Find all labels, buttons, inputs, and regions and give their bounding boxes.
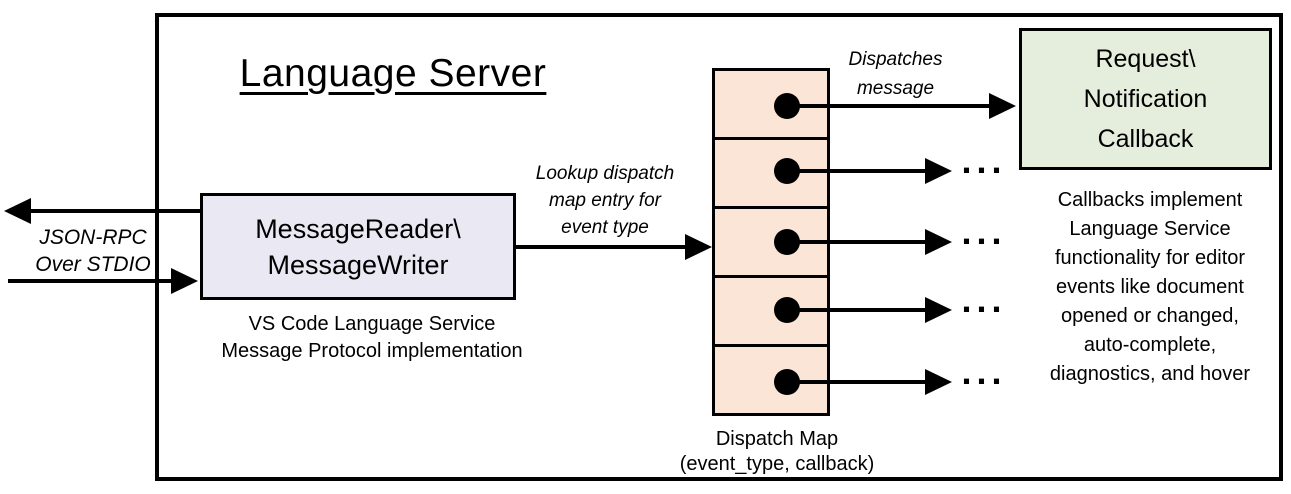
dispatch-map-cell-1 <box>715 71 827 140</box>
stdio-label-line2: Over STDIO <box>35 253 151 276</box>
dispatches-label-line2: message <box>856 78 935 99</box>
callbacks-note-line7: diagnostics, and hover <box>1049 363 1251 385</box>
callbacks-note-line6: auto-complete, <box>1083 334 1217 356</box>
stdio-label: JSON-RPC Over STDIO <box>15 224 171 278</box>
dispatch-map-cell-4 <box>715 278 827 347</box>
stdio-label-line1: JSON-RPC <box>39 226 147 249</box>
dispatch-map-caption: Dispatch Map (event_type, callback) <box>652 427 902 477</box>
dispatch-map-cell-5 <box>715 347 827 413</box>
callbacks-note-line3: functionality for editor <box>1054 247 1246 269</box>
ellipsis-row-4: ... <box>961 279 1007 320</box>
dispatches-message-label: Dispatches message <box>818 45 973 103</box>
callbacks-note-line4: events like document <box>1056 276 1244 298</box>
ellipsis-row-5: ... <box>961 351 1007 392</box>
lookup-label-line3: event type <box>561 217 649 238</box>
lookup-label-line1: Lookup dispatch <box>535 163 675 184</box>
ellipsis-row-3: ... <box>961 211 1007 252</box>
reader-box-line1: MessageReader\ <box>255 213 461 244</box>
diagram-title: Language Server <box>239 52 547 95</box>
dispatch-map-cell-3 <box>715 209 827 278</box>
lookup-dispatch-label: Lookup dispatch map entry for event type <box>510 160 700 241</box>
dispatch-map-box <box>712 68 830 416</box>
dispatch-map-cell-2 <box>715 140 827 209</box>
callbacks-note-line5: opened or changed, <box>1061 305 1239 327</box>
callbacks-note: Callbacks implement Language Service fun… <box>1025 186 1275 389</box>
message-reader-writer-box: MessageReader\ MessageWriter <box>200 193 516 300</box>
reader-box-line2: MessageWriter <box>267 249 449 280</box>
request-notification-callback-box: Request\ Notification Callback <box>1019 28 1272 170</box>
reader-caption: VS Code Language Service Message Protoco… <box>192 311 552 365</box>
dispatch-caption-line1: Dispatch Map <box>715 428 839 450</box>
dispatch-caption-line2: (event_type, callback) <box>679 453 875 475</box>
dispatches-label-line1: Dispatches <box>848 49 943 70</box>
callback-box-line2: Notification <box>1083 85 1208 113</box>
callbacks-note-line1: Callbacks implement <box>1057 189 1243 211</box>
lookup-label-line2: map entry for <box>549 190 661 211</box>
reader-caption-line2: Message Protocol implementation <box>221 340 523 362</box>
ellipsis-row-2: ... <box>961 140 1007 181</box>
reader-caption-line1: VS Code Language Service <box>248 313 496 335</box>
callbacks-note-line2: Language Service <box>1069 218 1231 240</box>
callback-box-line1: Request\ <box>1095 45 1196 73</box>
callback-box-line3: Callback <box>1097 125 1194 153</box>
